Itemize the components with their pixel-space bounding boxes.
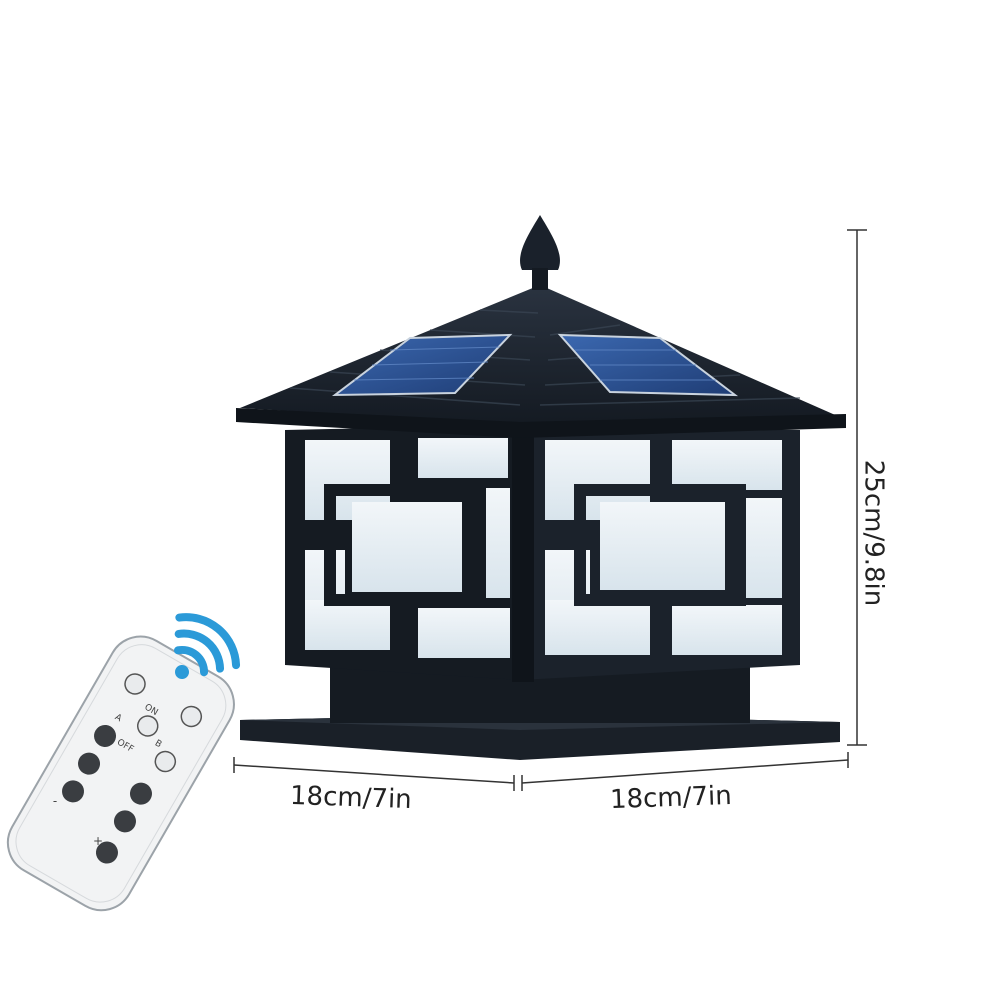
solar-post-lamp xyxy=(236,215,846,760)
width-left-label: 18cm/7in xyxy=(289,780,413,816)
height-label: 25cm/9.8in xyxy=(858,459,889,607)
dimension-width-right-line xyxy=(521,752,849,791)
dimension-width-left-line xyxy=(233,757,515,791)
wifi-signal-icon xyxy=(173,613,241,679)
remote-control xyxy=(6,635,235,912)
remote-minus-label: - xyxy=(53,794,57,808)
remote-button-a-label: A xyxy=(113,712,124,724)
dimension-height-line xyxy=(847,229,867,746)
width-right-label: 18cm/7in xyxy=(609,780,733,816)
lamp-roof xyxy=(240,285,842,425)
right-glass-panes xyxy=(545,435,782,660)
remote-button-b-label: B xyxy=(153,738,163,750)
remote-plus-label: + xyxy=(93,834,103,848)
roof-finial xyxy=(520,215,560,270)
left-glass-panes xyxy=(305,435,510,660)
